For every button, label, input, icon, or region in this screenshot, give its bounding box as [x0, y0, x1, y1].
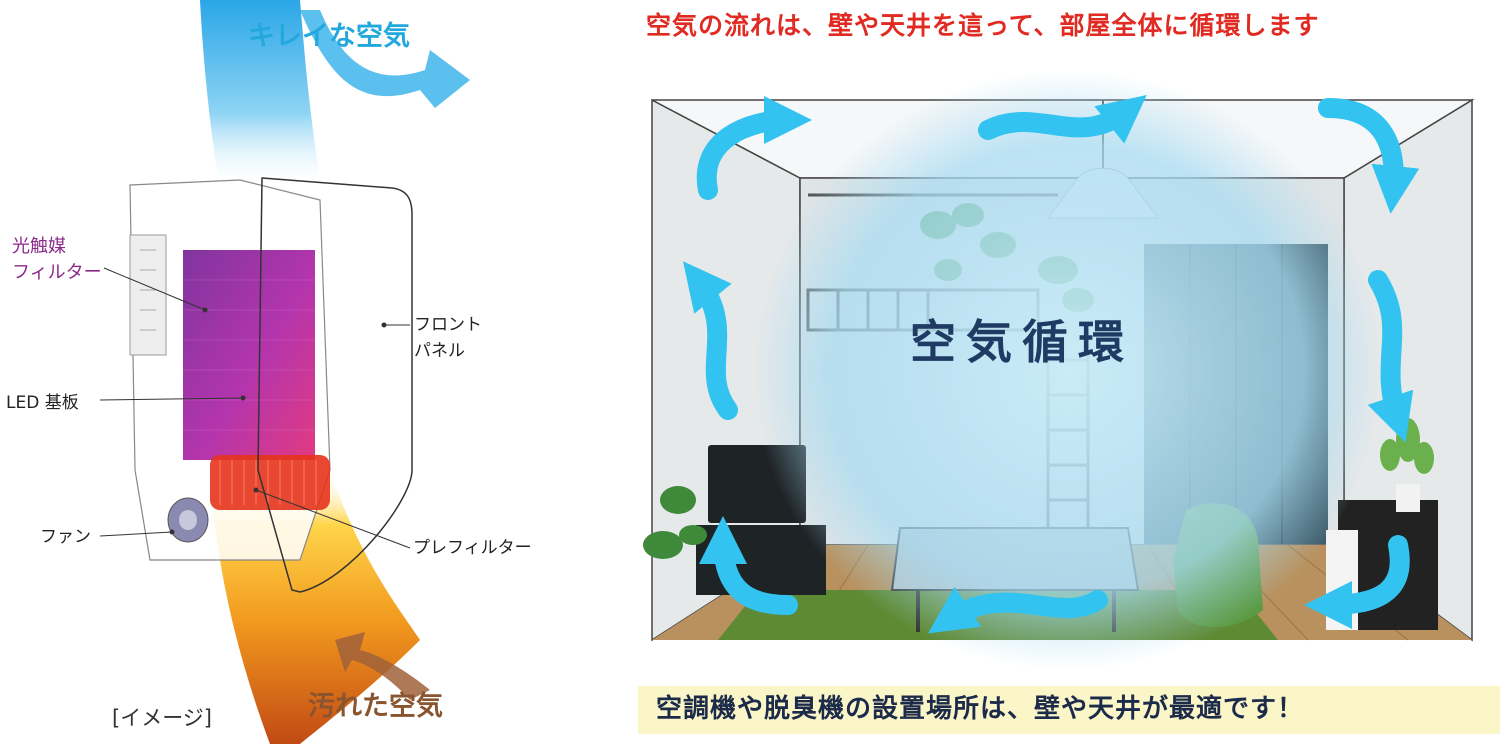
top-caption: 空気の流れは、壁や天井を這って、部屋全体に循環します: [646, 11, 1320, 40]
photocatalyst-label-line2: フィルター: [12, 262, 102, 283]
room-illustration: [643, 70, 1475, 670]
clean-air-stream: [200, 0, 322, 190]
bottom-caption: 空調機や脱臭機の設置場所は、壁や天井が最適です！: [656, 694, 1305, 724]
dirty-air-label: 汚れた空気: [308, 691, 443, 722]
arrow-top-left: [696, 96, 812, 200]
arrow-top-right: [1318, 98, 1420, 214]
room-circulation-diagram: 空気の流れは、壁や天井を這って、部屋全体に循環します 空気循環 空調機や脱臭機の…: [638, 0, 1500, 744]
front-panel-label-line1: フロント: [414, 315, 482, 335]
dirty-air-arrow: [335, 632, 430, 700]
clean-air-curve: [300, 10, 470, 108]
image-note: [イメージ]: [112, 706, 212, 730]
arrow-top-center: [978, 95, 1147, 144]
fan-label: ファン: [40, 527, 91, 547]
prefilter-label: プレフィルター: [413, 538, 532, 558]
arrow-left-up: [683, 261, 738, 420]
air-circulation-label: 空気循環: [910, 315, 1134, 369]
side-control-strip: [129, 234, 167, 356]
front-panel-label: フロント パネル: [414, 312, 482, 364]
arrow-right-bottom: [1303, 535, 1410, 629]
caption-band: [638, 686, 1500, 734]
purifier-diagram: キレイな空気 汚れた空気 [イメージ] 光触媒 フィルター LED 基板 ファン…: [0, 0, 630, 744]
purifier-illustration: [99, 0, 470, 744]
front-panel-outline: [257, 177, 413, 593]
photocatalyst-label-line1: 光触媒: [12, 236, 66, 257]
air-glow: [753, 70, 1383, 670]
arrow-bottom-center: [928, 586, 1108, 634]
arrow-right-down: [1367, 270, 1414, 443]
front-panel-label-line2: パネル: [414, 341, 465, 361]
circulation-arrows: [683, 95, 1420, 634]
arrow-left-bottom: [699, 516, 798, 615]
vase: [1396, 484, 1420, 512]
photocatalyst-filter-label: 光触媒 フィルター: [12, 234, 102, 286]
led-board-label: LED 基板: [6, 393, 79, 413]
photocatalyst-filter: [183, 250, 315, 460]
prefilter-element: [210, 455, 330, 510]
clean-air-label: キレイな空気: [248, 21, 410, 52]
